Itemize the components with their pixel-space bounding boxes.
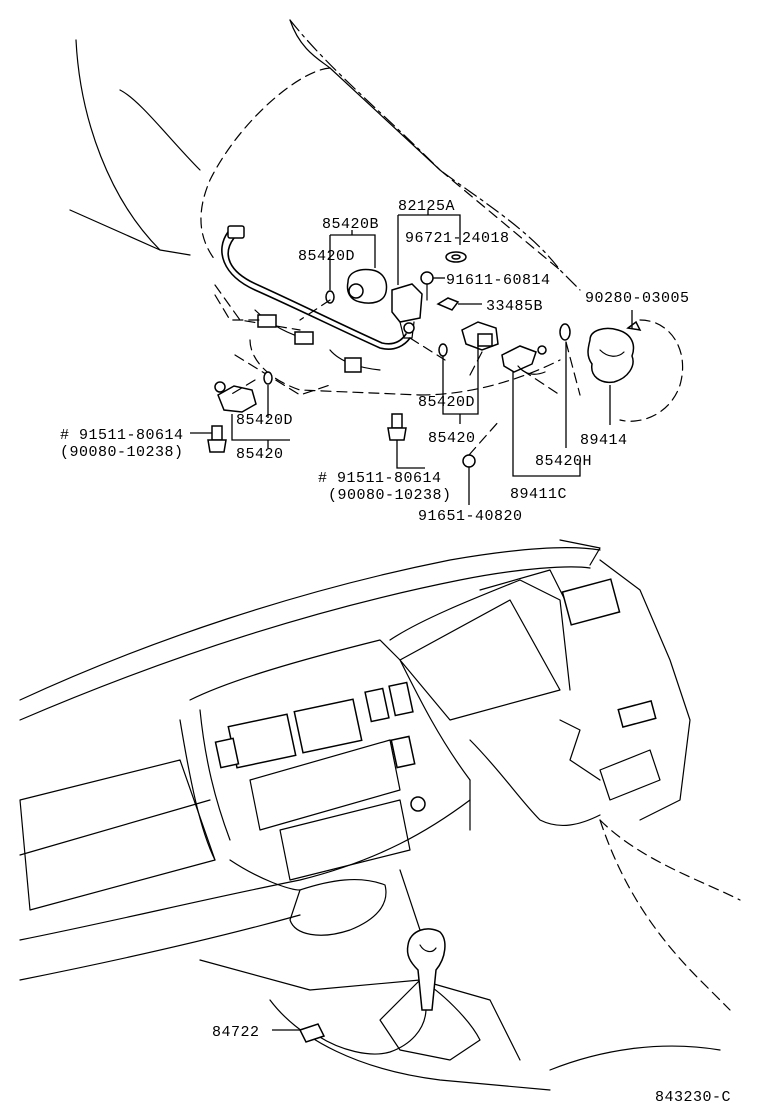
label-33485B: 33485B <box>486 298 543 315</box>
module-89414 <box>587 319 684 422</box>
connector-82125A <box>391 283 423 339</box>
dashboard-outline <box>19 539 741 1091</box>
label-85420D-mid: 85420D <box>418 394 475 411</box>
label-91611-60814: 91611-60814 <box>446 272 551 289</box>
label-85420D-top: 85420D <box>298 248 355 265</box>
part-labels-top: 85420B 82125A 85420D 96721-24018 91611-6… <box>60 198 690 525</box>
diagram-code: 843230-C <box>655 1089 731 1106</box>
label-90280-03005: 90280-03005 <box>585 290 690 307</box>
label-85420-left: 85420 <box>236 446 284 463</box>
leader-lines <box>190 210 633 505</box>
label-bolt-left-a: # 91511-80614 <box>60 427 184 444</box>
label-91651-40820: 91651-40820 <box>418 508 523 525</box>
label-85420D-left: 85420D <box>236 412 293 429</box>
sensor-85420B <box>325 268 388 304</box>
bolt-91611 <box>420 271 434 301</box>
bolt-91511-mid <box>387 413 407 441</box>
label-bolt-mid-b: (90080-10238) <box>328 487 452 504</box>
sensor-85420-mid <box>438 321 499 357</box>
label-bolt-left-b: (90080-10238) <box>60 444 184 461</box>
label-96721-24018: 96721-24018 <box>405 230 510 247</box>
clip-33485B <box>436 297 460 311</box>
label-84722: 84722 <box>212 1024 260 1041</box>
label-85420B: 85420B <box>322 216 379 233</box>
sensor-89411C <box>501 323 571 375</box>
label-89414: 89414 <box>580 432 628 449</box>
label-85420H: 85420H <box>535 453 592 470</box>
body-outline-top <box>69 19 581 396</box>
label-89411C: 89411C <box>510 486 567 503</box>
label-82125A: 82125A <box>398 198 455 215</box>
shift-lever <box>298 928 446 1055</box>
label-bolt-mid-a: # 91511-80614 <box>318 470 442 487</box>
bolt-91511-left <box>207 425 227 453</box>
wire-harness <box>214 225 411 396</box>
grommet-96721 <box>445 251 467 263</box>
sensor-85420-left <box>214 371 273 413</box>
assembly-lines <box>229 299 581 396</box>
label-85420-mid: 85420 <box>428 430 476 447</box>
